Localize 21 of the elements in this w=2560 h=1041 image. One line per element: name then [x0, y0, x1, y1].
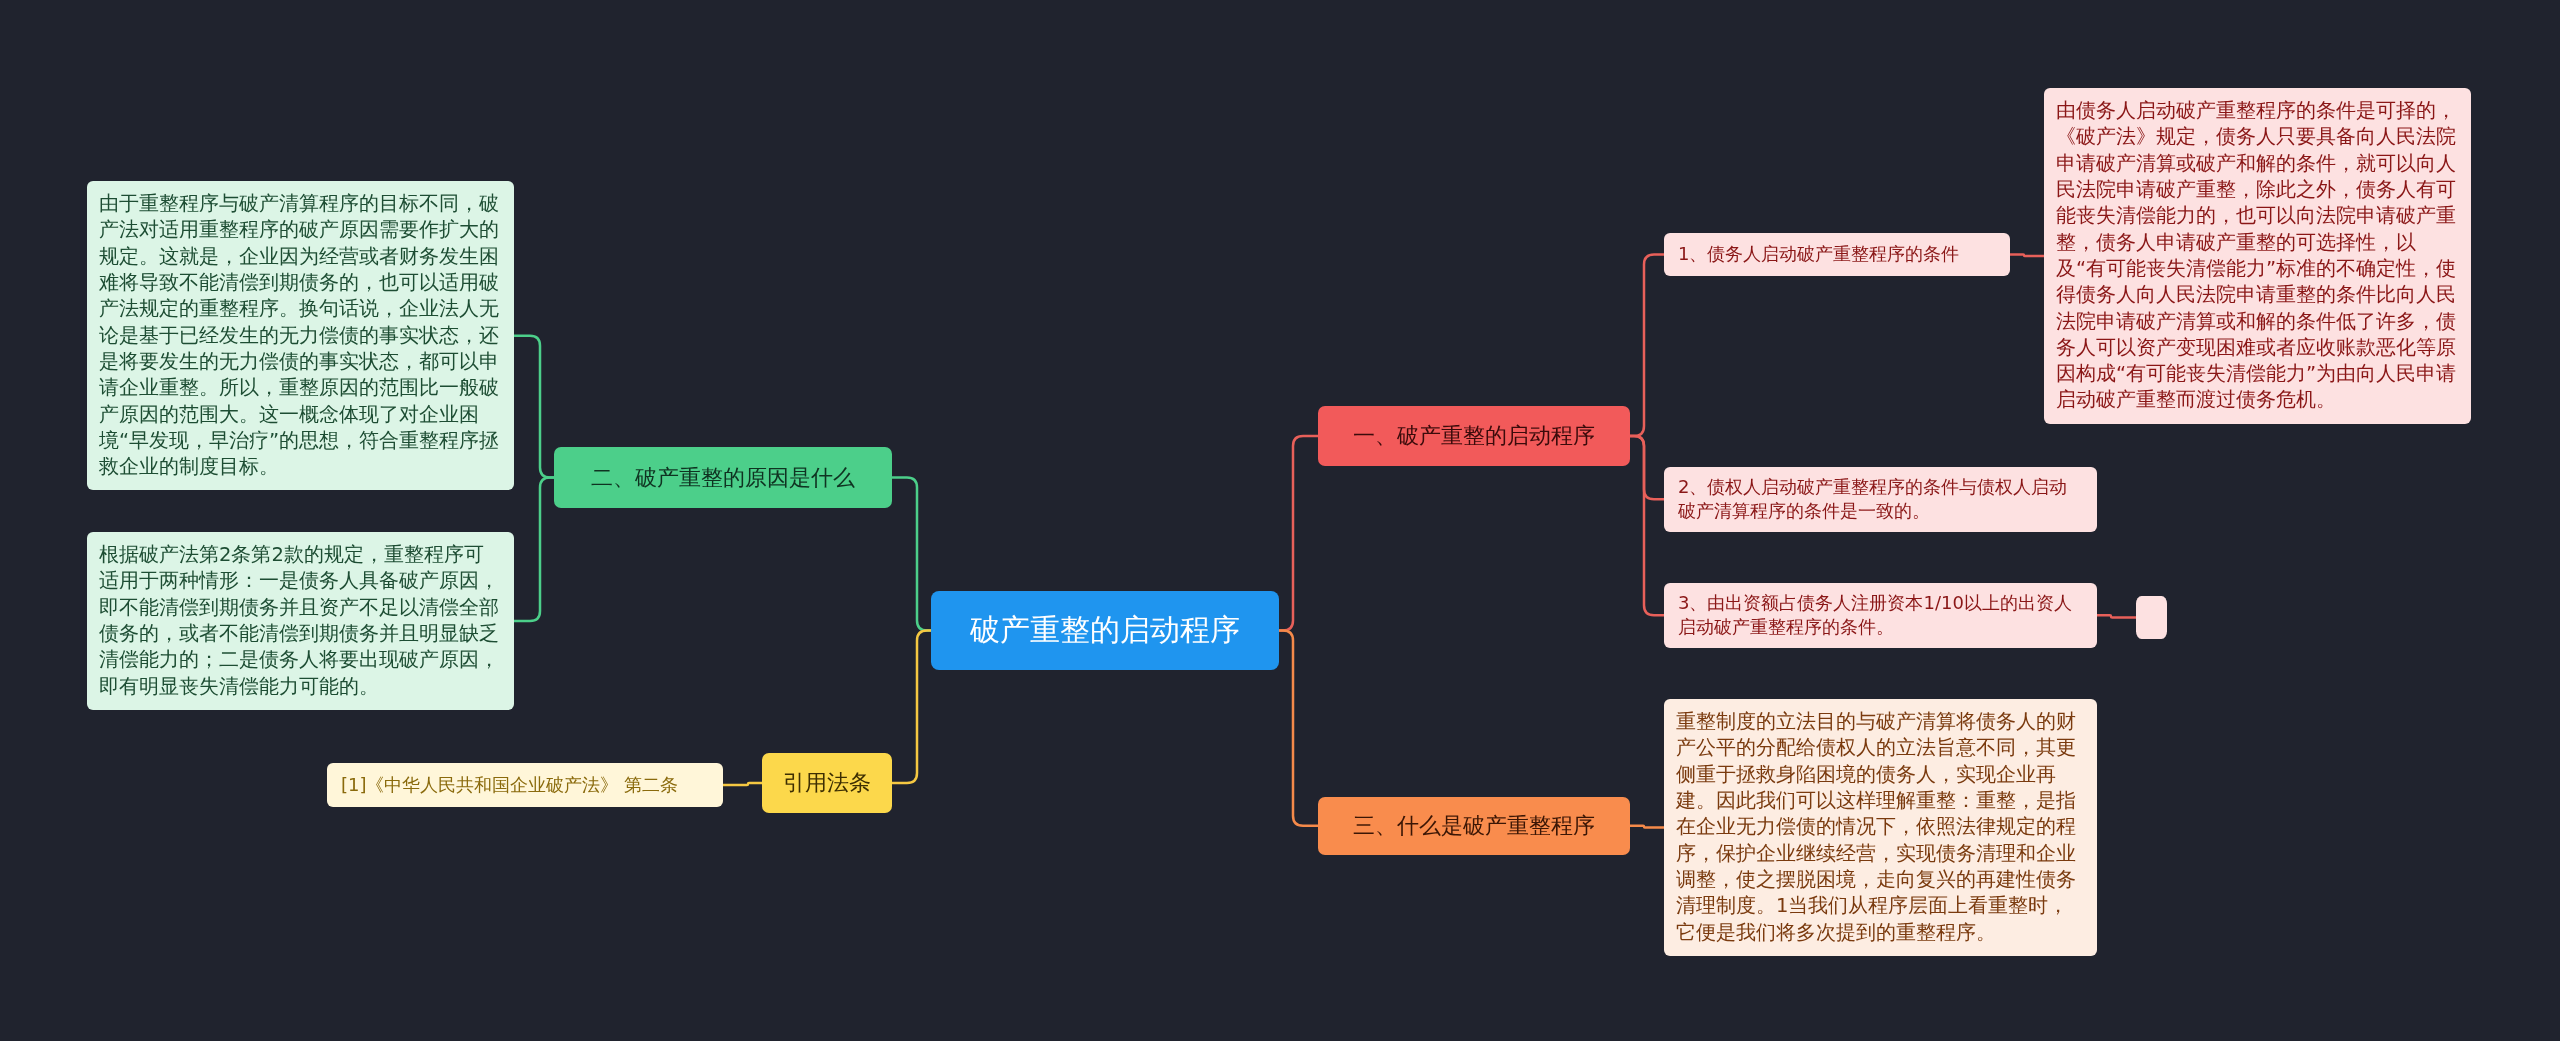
note-box: 由债务人启动破产重整程序的条件是可择的，《破产法》规定，债务人只要具备向人民法院申请破产清算或破产和解的条件，就可以向人民法院申请破产重整，除此之外，债务人有可能丧失清偿能力的，也可以向法院申请破产重整，债务人申请破产重整的可选择性，以及“有可能丧失清偿能力”标准的不确定性，使得债务人向人民法院申请重整的条件比向人民法院申请破产清算或和解的条件低了许多，债务人可以资产变现困难或者应收账款恶化等原因构成“有可能丧失清偿能力”为由向人民申请启动破产重整而渡过债务危机。	[2044, 88, 2471, 424]
subtopic-box: [1]《中华人民共和国企业破产法》 第二条	[327, 763, 723, 807]
connector-line	[2097, 614, 2136, 619]
empty-box	[2136, 596, 2167, 639]
subtopic-box: 1、债务人启动破产重整程序的条件	[1664, 233, 2010, 276]
note-box: 重整制度的立法目的与破产清算将债务人的财产公平的分配给债权人的立法旨意不同，其更侧重于拯救身陷困境的债务人，实现企业再建。因此我们可以这样理解重整：重整，是指在企业无力偿债的情况下，依照法律规定的程序，保护企业继续经营，实现债务清理和企业调整，使之摆脱困境，走向复兴的再建性债务清理制度。1当我们从程序层面上看重整时，它便是我们将多次提到的重整程序。	[1664, 699, 2097, 956]
connector-line	[1279, 629, 1318, 828]
subtopic-box: 2、债权人启动破产重整程序的条件与债权人启动破产清算程序的条件是一致的。	[1664, 467, 2097, 532]
connector-line	[723, 781, 762, 787]
branch-topic: 二、破产重整的原因是什么	[554, 447, 892, 508]
connector-line	[892, 629, 931, 785]
central-topic: 破产重整的启动程序	[931, 591, 1279, 670]
note-box: 由于重整程序与破产清算程序的目标不同，破产法对适用重整程序的破产原因需要作扩大的规定。这就是，企业因为经营或者财务发生困难将导致不能清偿到期债务的，也可以适用破产法规定的重整程序。换句话说，企业法人无论是基于已经发生的无力偿债的事实状态，还是将要发生的无力偿债的事实状态，都可以申请企业重整。所以，重整原因的范围比一般破产原因的范围大。这一概念体现了对企业困境“早发现，早治疗”的思想，符合重整程序拯救企业的制度目标。	[87, 181, 514, 491]
connector-line	[1630, 824, 1664, 829]
branch-topic: 三、什么是破产重整程序	[1318, 797, 1630, 855]
note-box: 根据破产法第2条第2款的规定，重整程序可适用于两种情形：一是债务人具备破产原因，即不能清偿到期债务并且资产不足以清偿全部债务的，或者不能清偿到期债务并且明显缺乏清偿能力的；二是债务人将要出现破产原因，即有明显丧失清偿能力可能的。	[87, 532, 514, 710]
branch-topic: 引用法条	[762, 753, 892, 813]
branch-topic: 一、破产重整的启动程序	[1318, 406, 1630, 466]
connector-line	[1630, 434, 1664, 617]
subtopic-box: 3、由出资额占债务人注册资本1/10以上的出资人启动破产重整程序的条件。	[1664, 583, 2097, 648]
connector-line	[2010, 253, 2044, 258]
